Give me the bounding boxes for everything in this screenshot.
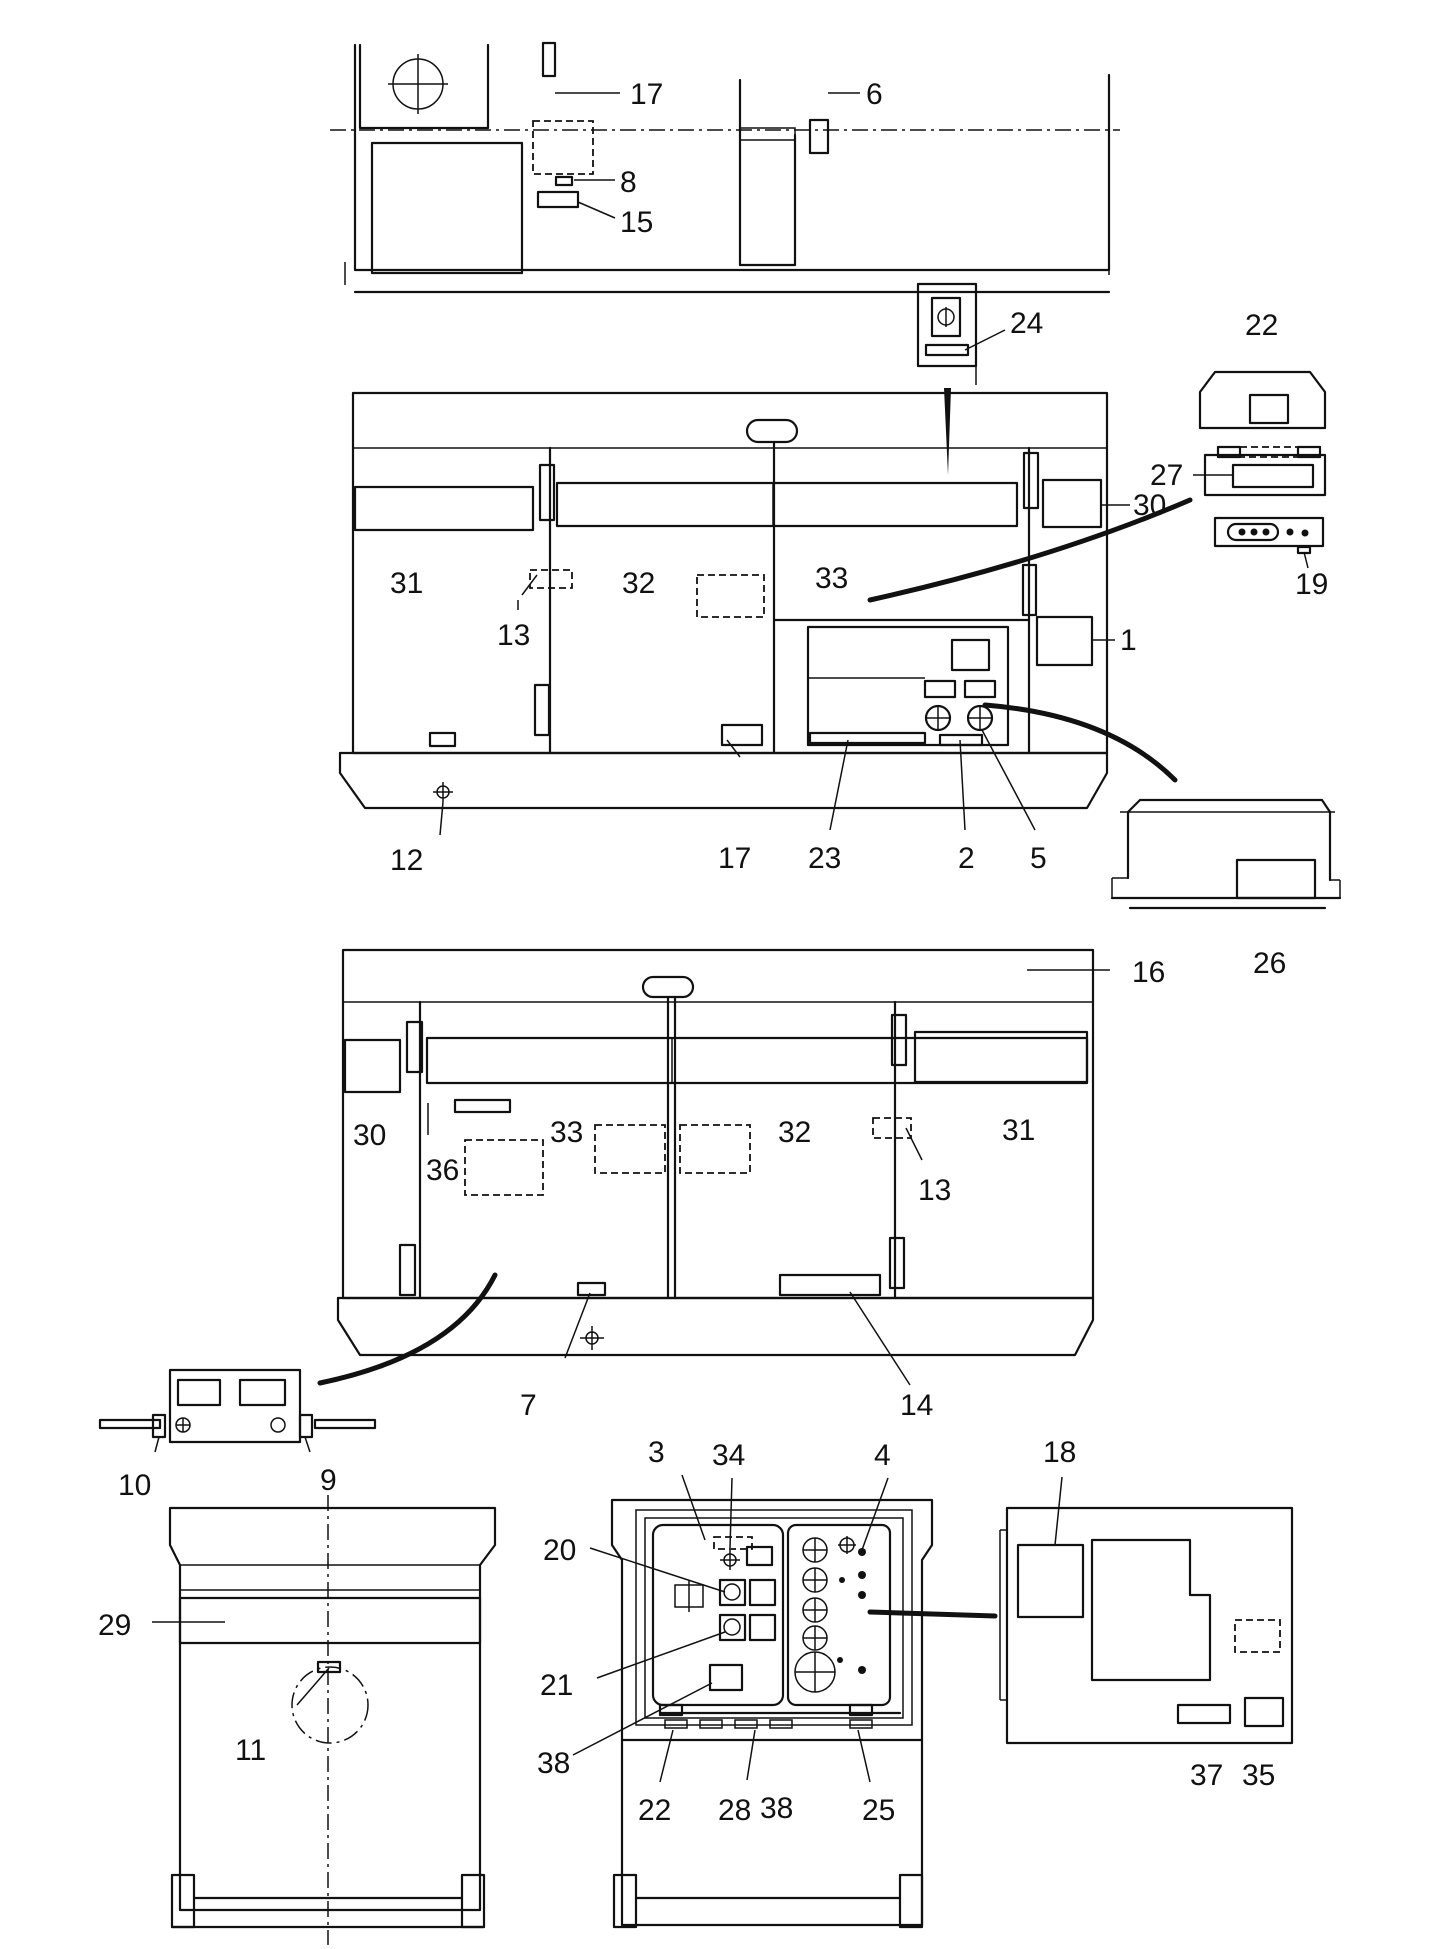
top-view [330, 41, 1120, 294]
callout-30-front: 30 [1133, 489, 1166, 522]
callout-27: 27 [1150, 459, 1183, 492]
control-cabinet-view [610, 1498, 998, 1929]
leader-lines [152, 92, 1309, 1783]
callout-17-top: 17 [630, 78, 663, 111]
callout-20: 20 [543, 1534, 576, 1567]
callout-21: 21 [540, 1669, 573, 1702]
switch-box-detail [916, 282, 978, 475]
callout-19: 19 [1295, 568, 1328, 601]
callout-1: 1 [1120, 624, 1137, 657]
callout-13-front: 13 [497, 619, 530, 652]
callout-3: 3 [648, 1436, 665, 1469]
callout-33-rear: 33 [550, 1116, 583, 1149]
callout-14: 14 [900, 1389, 933, 1422]
callout-4: 4 [874, 1439, 891, 1472]
callout-12: 12 [390, 844, 423, 877]
callout-13-rear: 13 [918, 1174, 951, 1207]
callout-7: 7 [520, 1389, 537, 1422]
control-panel-detail [1198, 370, 1327, 555]
callout-22-top: 22 [1245, 309, 1278, 342]
callout-28: 28 [718, 1794, 751, 1827]
callout-labels: 17 6 8 15 24 22 27 30 19 31 32 33 13 1 1… [98, 78, 1328, 1827]
callout-38-left: 38 [537, 1747, 570, 1780]
callout-35: 35 [1242, 1759, 1275, 1792]
callout-6: 6 [866, 78, 883, 111]
callout-18: 18 [1043, 1436, 1076, 1469]
callout-22-bottom: 22 [638, 1794, 671, 1827]
side-cover-detail [1110, 798, 1342, 910]
callout-32-front: 32 [622, 567, 655, 600]
callout-10: 10 [118, 1469, 151, 1502]
callout-24: 24 [1010, 307, 1043, 340]
callout-38-bottom: 38 [760, 1792, 793, 1825]
callout-29: 29 [98, 1609, 131, 1642]
rear-view [317, 948, 1095, 1386]
callout-30-rear: 30 [353, 1119, 386, 1152]
callout-26: 26 [1253, 947, 1286, 980]
cabinet-door-view [999, 1506, 1294, 1745]
callout-9: 9 [320, 1464, 337, 1497]
callout-34: 34 [712, 1439, 745, 1472]
callout-11: 11 [235, 1734, 266, 1767]
callout-8: 8 [620, 166, 637, 199]
lamp-switch-detail [98, 1368, 377, 1444]
callout-2: 2 [958, 842, 975, 875]
callout-31-front: 31 [390, 567, 423, 600]
callout-33-front: 33 [815, 562, 848, 595]
callout-16: 16 [1132, 956, 1165, 989]
callout-37: 37 [1190, 1759, 1223, 1792]
callout-32-rear: 32 [778, 1116, 811, 1149]
callout-23: 23 [808, 842, 841, 875]
side-view [168, 1495, 497, 1945]
callout-25: 25 [862, 1794, 895, 1827]
callout-17-front: 17 [718, 842, 751, 875]
front-view [338, 391, 1193, 810]
callout-31-rear: 31 [1002, 1114, 1035, 1147]
callout-5: 5 [1030, 842, 1047, 875]
callout-36: 36 [426, 1154, 459, 1187]
callout-15: 15 [620, 206, 653, 239]
